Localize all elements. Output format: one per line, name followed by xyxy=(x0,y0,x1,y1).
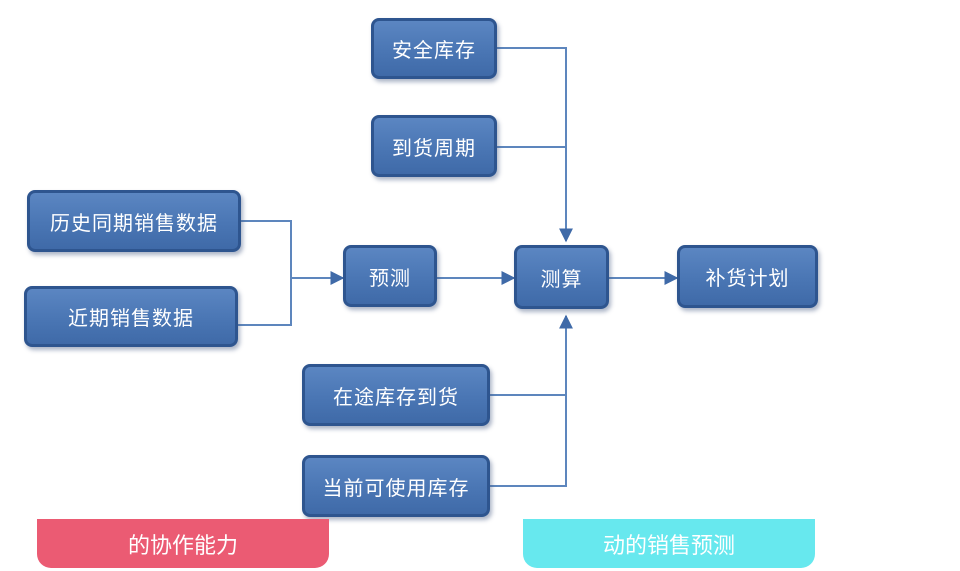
edge-history-sales-to-forecast xyxy=(241,220,292,278)
node-history-sales: 历史同期销售数据 xyxy=(27,190,241,252)
node-available-stock: 当前可使用库存 xyxy=(302,455,490,517)
node-forecast: 预测 xyxy=(343,245,437,307)
edge-safety-stock-to-calculate xyxy=(497,47,573,243)
edge-recent-sales-to-forecast xyxy=(238,278,292,326)
node-replenishment-plan: 补货计划 xyxy=(677,245,818,308)
node-lead-time: 到货周期 xyxy=(371,115,497,177)
node-recent-sales: 近期销售数据 xyxy=(24,286,238,347)
node-in-transit-stock: 在途库存到货 xyxy=(302,364,490,426)
caption-right: 动的销售预测 xyxy=(523,519,815,568)
caption-left: 的协作能力 xyxy=(37,519,329,568)
node-calculate: 测算 xyxy=(514,245,609,309)
node-safety-stock: 安全库存 xyxy=(371,18,497,79)
edge-available-stock-to-calculate xyxy=(490,314,573,487)
